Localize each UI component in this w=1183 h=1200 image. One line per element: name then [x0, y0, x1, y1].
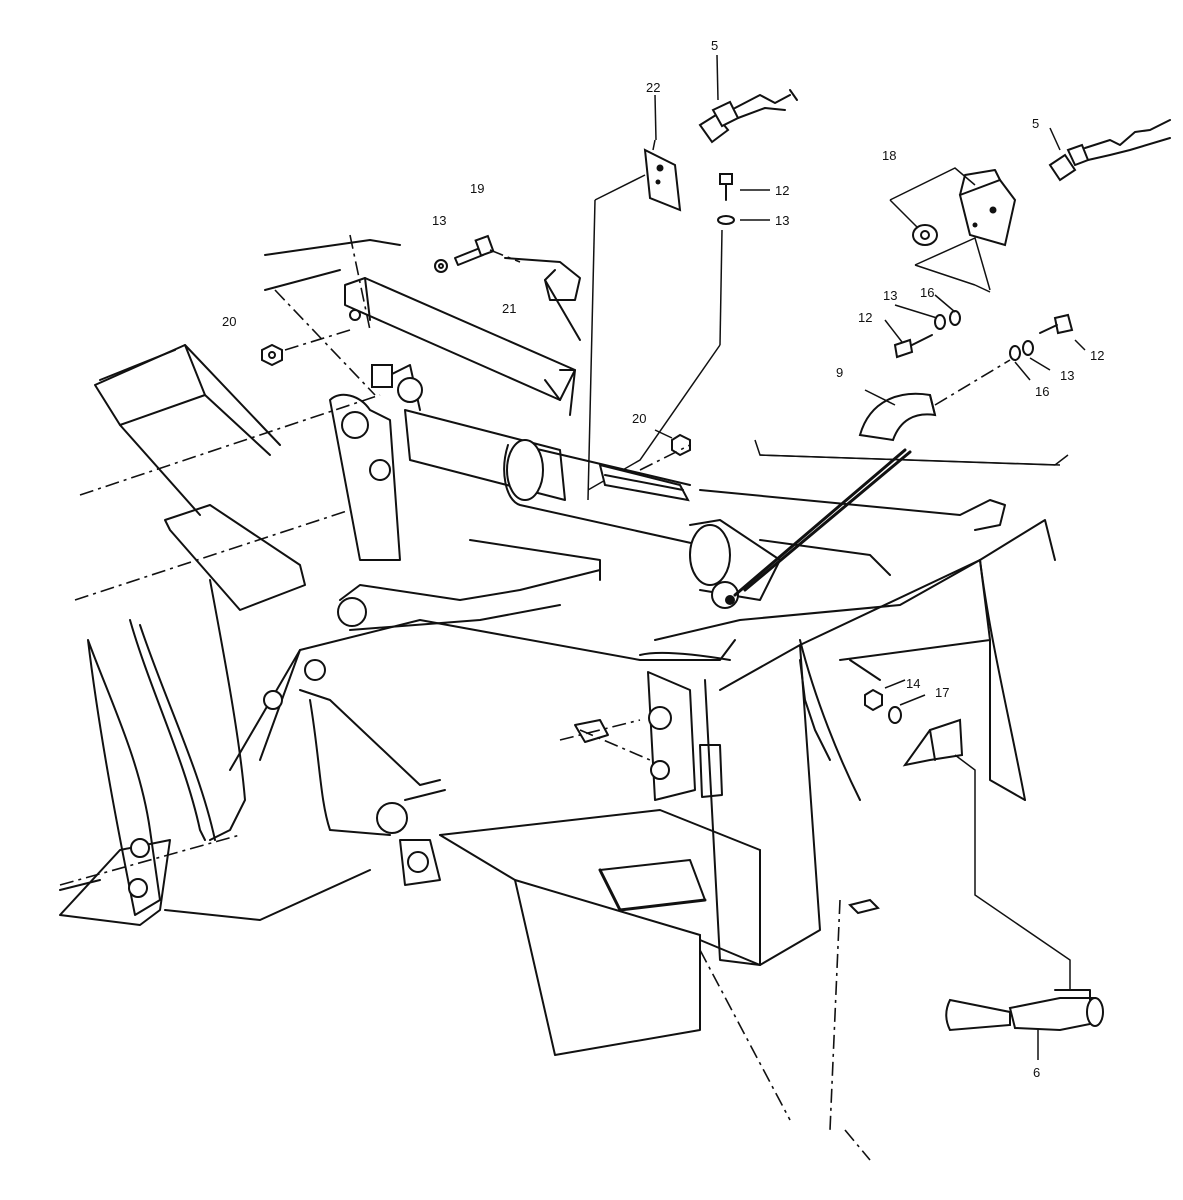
- callout-13-right-b: 13: [1060, 368, 1074, 383]
- center-hardware: [587, 54, 798, 502]
- callout-13-right-a: 13: [883, 288, 897, 303]
- callout-5-top: 5: [711, 38, 718, 53]
- callout-18: 18: [882, 148, 896, 163]
- callout-21: 21: [502, 301, 516, 316]
- callout-13-center: 13: [775, 213, 789, 228]
- callout-14: 14: [906, 676, 920, 691]
- callout-17: 17: [935, 685, 949, 700]
- frame-body: [229, 519, 1056, 1161]
- left-hardware: [261, 234, 521, 367]
- callout-20-left: 20: [222, 314, 236, 329]
- callout-12-center: 12: [775, 183, 789, 198]
- right-hardware: [754, 119, 1171, 466]
- callout-12-right-a: 12: [858, 310, 872, 325]
- callout-6: 6: [1033, 1065, 1040, 1080]
- mounting-bracket-21: [264, 234, 581, 416]
- blade-assembly: [59, 344, 381, 926]
- callout-16-right-a: 16: [920, 285, 934, 300]
- callout-9: 9: [836, 365, 843, 380]
- lift-cylinder: [263, 364, 1006, 710]
- callout-16-right-b: 16: [1035, 384, 1049, 399]
- callout-22: 22: [646, 80, 660, 95]
- callout-labels: 5 22 12 13 19 13 21 20 20 5 18 13 16 12 …: [222, 38, 1104, 1080]
- horn-assembly: [799, 559, 1104, 1060]
- callout-13-left: 13: [432, 213, 446, 228]
- callout-5-right: 5: [1032, 116, 1039, 131]
- callout-20-center: 20: [632, 411, 646, 426]
- callout-19: 19: [470, 181, 484, 196]
- callout-12-right-b: 12: [1090, 348, 1104, 363]
